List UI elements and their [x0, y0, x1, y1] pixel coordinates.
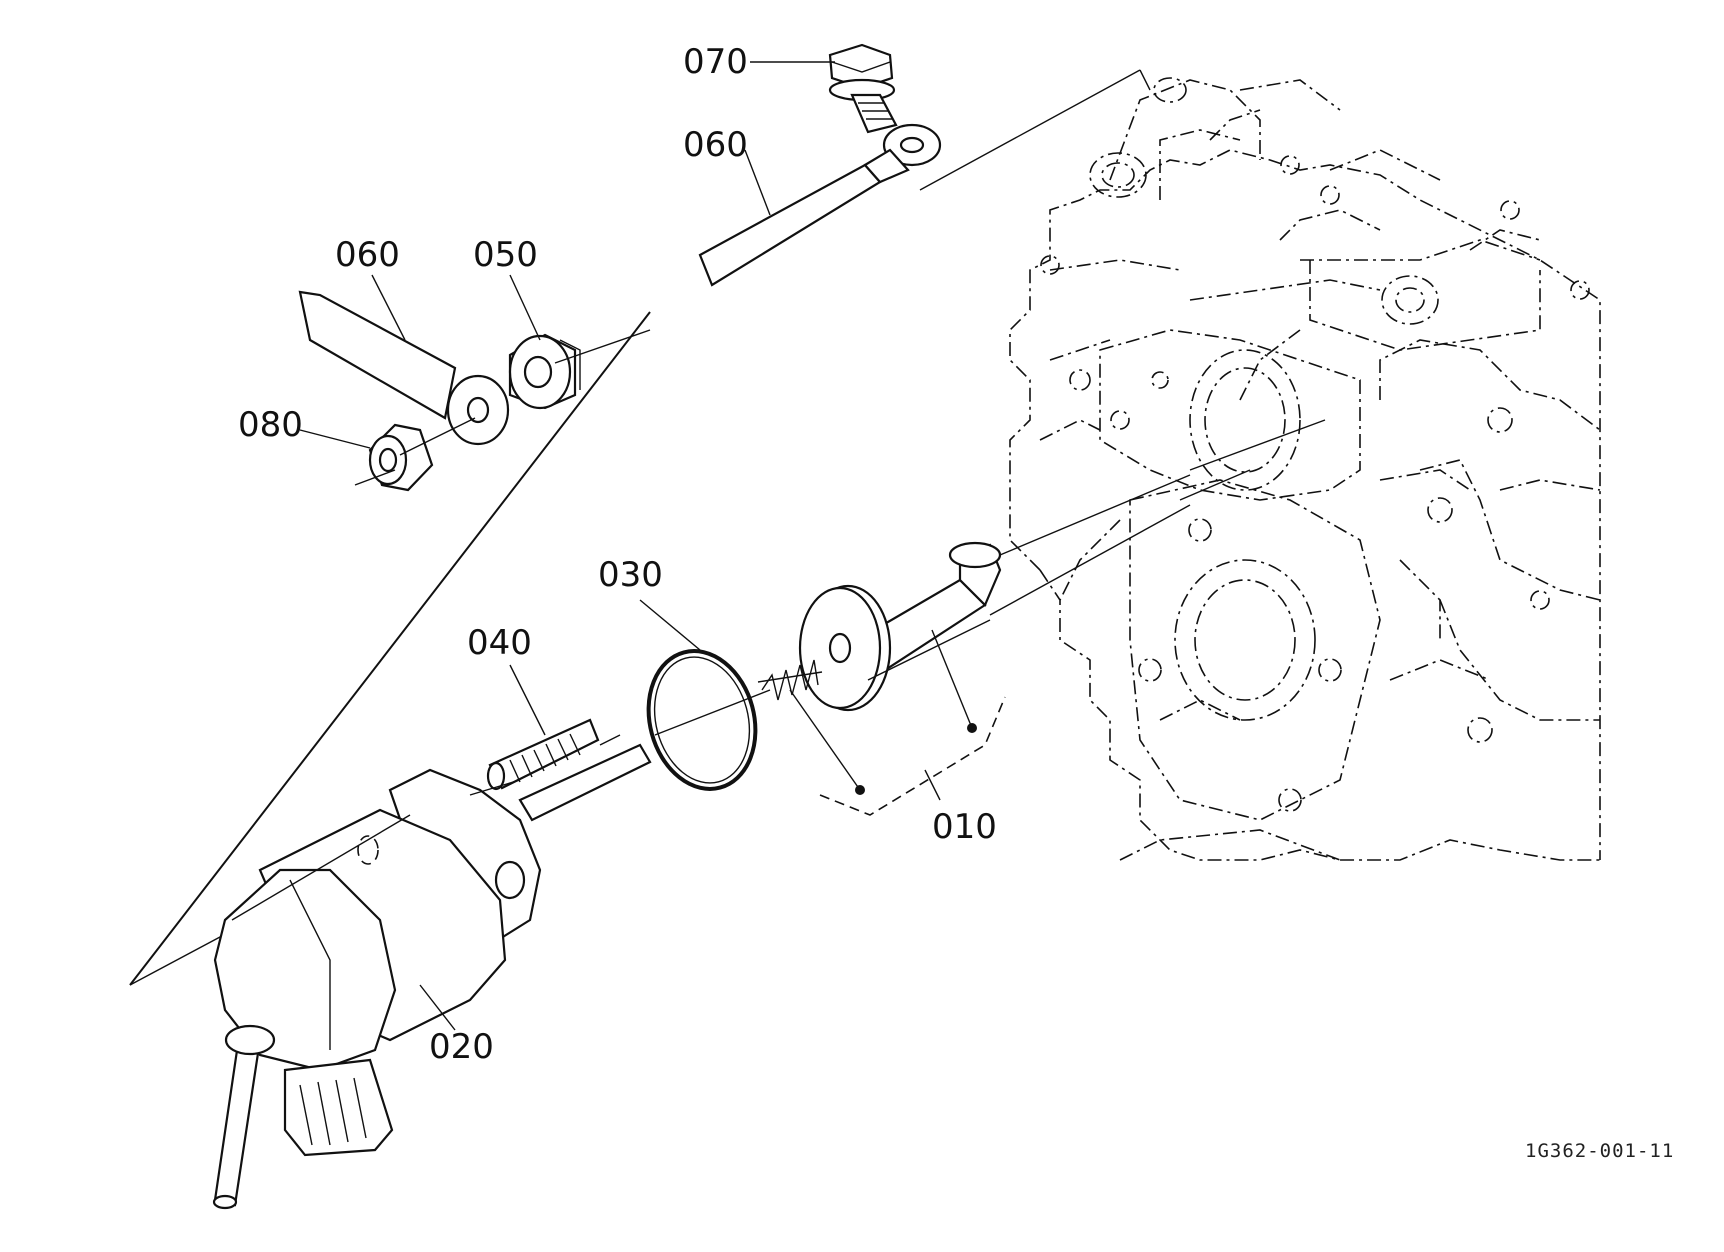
part-060-left-strap [298, 290, 510, 446]
part-020-solenoid [212, 743, 652, 1210]
part-080-nut [368, 423, 434, 492]
callout-020: 020 [429, 1027, 494, 1067]
callout-030: 030 [598, 555, 663, 595]
callout-010: 010 [932, 807, 997, 847]
callout-070: 070 [683, 42, 748, 82]
engine-block-outline [1009, 77, 1601, 861]
part-010-plunger [757, 541, 1002, 712]
callout-040: 040 [467, 623, 532, 663]
part-010-group-bracket [789, 629, 1006, 816]
callout-080: 080 [238, 405, 303, 445]
callout-050: 050 [473, 235, 538, 275]
part-040-stud [486, 718, 600, 791]
leader-lines [299, 61, 941, 1031]
callout-060-upper: 060 [683, 125, 748, 165]
part-070-bolt [828, 43, 898, 134]
alignment-lines [231, 69, 1326, 921]
figure-reference-code: 1G362-001-11 [1525, 1140, 1675, 1162]
part-030-o-ring [646, 649, 758, 791]
callout-060-left: 060 [335, 235, 400, 275]
part-060-upper-strap [698, 123, 942, 287]
part-050-nut [508, 333, 581, 410]
